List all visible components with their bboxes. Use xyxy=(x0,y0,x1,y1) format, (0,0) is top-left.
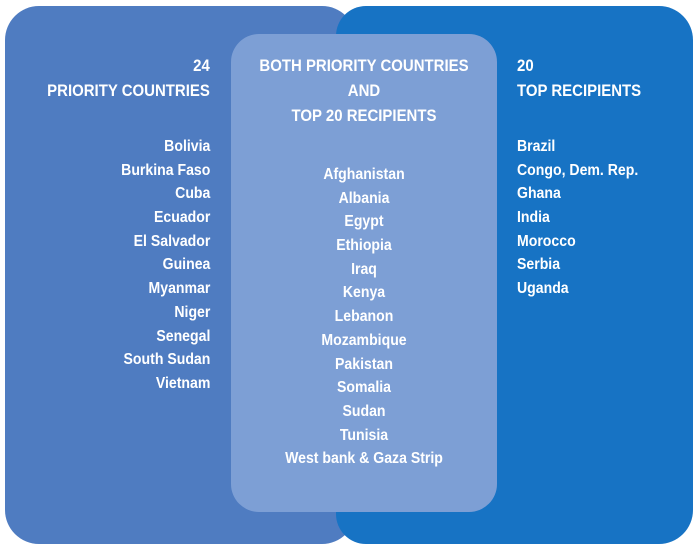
list-item: Uganda xyxy=(517,280,569,298)
overlap-countries-list: Afghanistan Albania Egypt Ethiopia Iraq … xyxy=(246,163,482,471)
list-item: Tunisia xyxy=(339,426,389,444)
list-item: Ecuador xyxy=(153,209,210,227)
list-item: Myanmar xyxy=(148,280,210,298)
list-item: Bolivia xyxy=(163,138,210,155)
list-item: Somalia xyxy=(336,379,391,397)
list-item: South Sudan xyxy=(123,351,210,369)
list-item: Serbia xyxy=(517,256,561,274)
list-item: Albania xyxy=(338,189,390,207)
top-recipients-count: 20 xyxy=(517,56,534,75)
list-item: Pakistan xyxy=(335,355,393,373)
list-item: Ghana xyxy=(517,185,561,203)
overlap-title-line1: BOTH PRIORITY COUNTRIES xyxy=(259,56,469,75)
list-item: Senegal xyxy=(156,327,210,345)
top-recipients-title: TOP RECIPIENTS xyxy=(517,81,642,100)
list-item: Niger xyxy=(174,303,210,321)
list-item: Burkina Faso xyxy=(120,161,210,179)
list-item: West bank & Gaza Strip xyxy=(285,450,443,468)
list-item: Morocco xyxy=(517,232,576,250)
list-item: Brazil xyxy=(517,138,556,155)
list-item: Ethiopia xyxy=(336,237,392,255)
list-item: Kenya xyxy=(342,284,386,302)
overlap-title-line2: AND xyxy=(347,81,381,100)
list-item: Sudan xyxy=(342,402,386,420)
priority-countries-count: 24 xyxy=(193,56,210,75)
overlap-region xyxy=(231,34,497,512)
list-item: Guinea xyxy=(162,256,210,274)
list-item: Iraq xyxy=(351,260,377,278)
overlap-title-line3: TOP 20 RECIPIENTS xyxy=(291,106,437,125)
list-item: Afghanistan xyxy=(323,166,405,183)
list-item: Congo, Dem. Rep. xyxy=(517,161,639,179)
priority-countries-list: Bolivia Burkina Faso Cuba Ecuador El Sal… xyxy=(121,135,210,396)
list-item: Lebanon xyxy=(334,308,394,326)
top-recipients-heading: 20 TOP RECIPIENTS xyxy=(517,53,641,103)
list-item: Mozambique xyxy=(321,331,407,349)
list-item: Cuba xyxy=(174,185,210,203)
overlap-heading: BOTH PRIORITY COUNTRIES AND TOP 20 RECIP… xyxy=(246,53,482,128)
list-item: India xyxy=(517,209,550,227)
list-item: El Salvador xyxy=(133,232,210,250)
list-item: Vietnam xyxy=(155,374,210,392)
list-item: Egypt xyxy=(344,213,384,231)
priority-countries-heading: 24 PRIORITY COUNTRIES xyxy=(47,53,210,103)
priority-countries-title: PRIORITY COUNTRIES xyxy=(47,81,210,100)
top-recipients-list: Brazil Congo, Dem. Rep. Ghana India Moro… xyxy=(517,135,638,301)
